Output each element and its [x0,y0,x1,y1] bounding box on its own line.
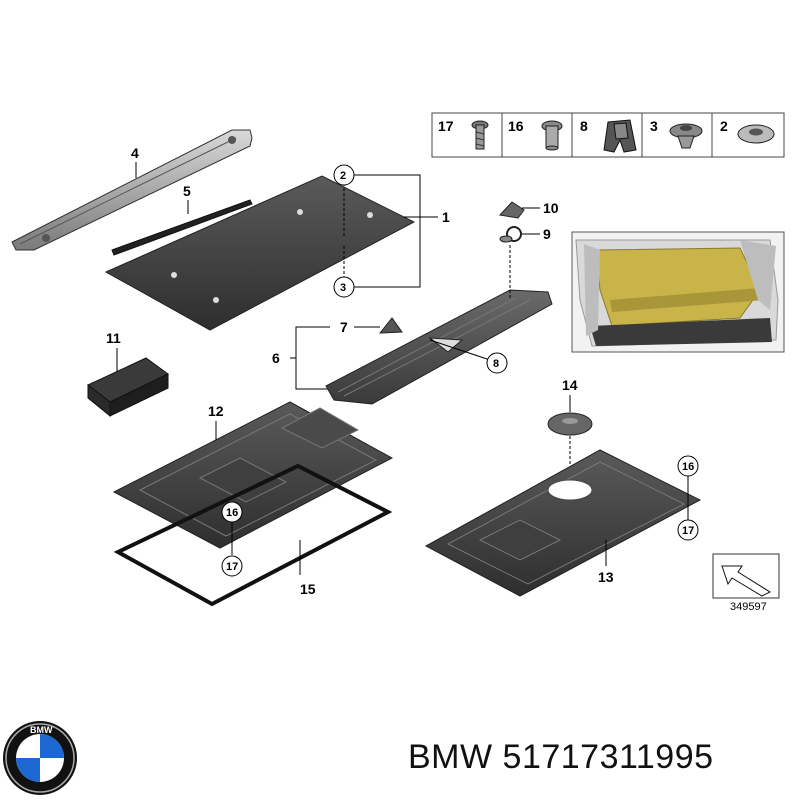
lashing-cover-part [499,201,525,219]
label-1: 1 [442,209,450,225]
label-9: 9 [543,226,551,242]
screw-16-icon [541,120,563,151]
screw-17-icon [471,120,489,150]
orientation-arrow-icon [712,553,780,599]
clip-3-icon [669,123,703,149]
clip-8-icon [603,119,637,153]
bmw-logo: BMW [3,721,77,795]
right-storage-tray-part [424,449,702,597]
gasket-frame-part [113,463,393,607]
upper-rail-part [11,129,253,251]
strip-label-3: 3 [650,118,658,134]
label-16-right: 16 [682,461,694,473]
label-15: 15 [300,581,316,597]
label-13: 13 [598,569,614,585]
loading-sill-trim-part [325,289,553,405]
label-3: 3 [340,282,346,294]
label-16-left: 16 [226,507,238,519]
clip-2-icon [737,124,775,144]
strip-label-1: 16 [508,118,524,134]
bmw-logo-text: BMW [30,725,53,735]
part-caption: BMW 51717311995 [408,738,714,777]
strip-label-0: 17 [438,118,454,134]
lashing-eye-part [499,226,522,243]
label-2: 2 [340,170,346,182]
label-7: 7 [340,319,348,335]
label-12: 12 [208,403,224,419]
floor-panel-part [104,175,416,331]
label-5: 5 [183,183,191,199]
control-module-part [87,357,169,418]
label-17-right: 17 [682,525,694,537]
strip-label-4: 2 [720,118,728,134]
caption-part-number: 51717311995 [502,738,714,776]
strip-label-2: 8 [580,118,588,134]
spare-cover-disc-part [547,412,593,436]
cover-cap-part [378,317,403,334]
label-6: 6 [272,350,280,366]
label-4: 4 [131,145,139,161]
label-11: 11 [106,330,121,346]
label-10: 10 [543,200,559,216]
fastener-strip: 17 16 8 3 2 [431,112,785,158]
left-storage-tray-part [112,401,394,549]
label-14: 14 [562,377,578,393]
vehicle-trunk-photo [571,231,785,353]
label-17-left: 17 [226,561,238,573]
seal-strip-part [111,199,253,256]
drawing-number: 349597 [730,601,767,613]
caption-brand: BMW [408,738,493,776]
label-8: 8 [493,358,499,370]
